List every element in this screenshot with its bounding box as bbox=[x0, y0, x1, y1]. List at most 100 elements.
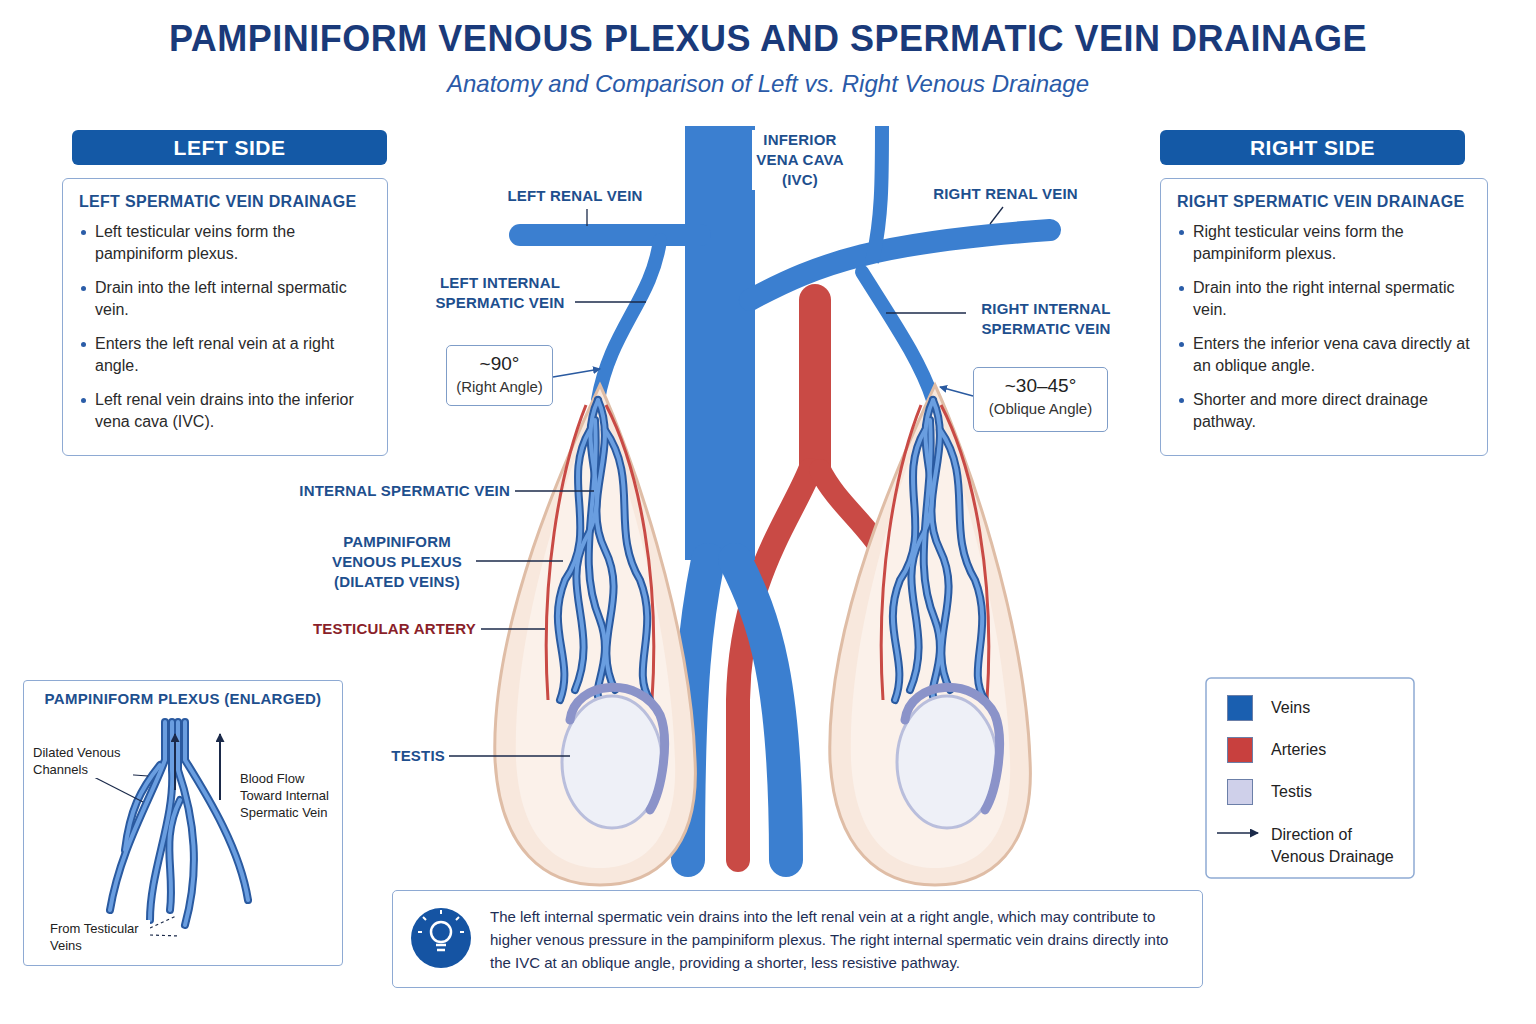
bullet-dot bbox=[1179, 342, 1184, 347]
leader-line bbox=[481, 628, 545, 629]
title-text: PAMPINIFORM VENOUS PLEXUS AND SPERMATIC … bbox=[0, 18, 1536, 60]
scrotum-figure bbox=[558, 400, 650, 700]
vena-cava bbox=[520, 224, 700, 246]
scrotum-figure bbox=[495, 385, 696, 885]
scrotum-figure bbox=[605, 430, 650, 700]
subtitle-text: Anatomy and Comparison of Left vs. Right… bbox=[0, 70, 1536, 98]
part-label: PAMPINIFORM VENOUS PLEXUS (DILATED VEINS… bbox=[322, 532, 472, 592]
body-text: Enters the inferior vena cava directly a… bbox=[1177, 333, 1473, 377]
part-label: Blood Flow Toward Internal Spermatic Vei… bbox=[240, 770, 340, 821]
leader-line bbox=[476, 560, 563, 561]
legend-text: Direction of Venous Drainage bbox=[1271, 824, 1406, 868]
lightbulb-icon bbox=[411, 908, 471, 968]
inset-veins bbox=[169, 800, 180, 910]
part-label: TESTICULAR ARTERY bbox=[290, 619, 476, 639]
body-text: Left renal vein drains into the inferior… bbox=[79, 389, 373, 433]
part-label: INFERIOR VENA CAVA (IVC) bbox=[752, 130, 848, 190]
heading-text: ~30–45° bbox=[974, 374, 1107, 398]
body-text: Shorter and more direct drainage pathway… bbox=[1177, 389, 1473, 433]
heading-text: ~90° bbox=[447, 352, 552, 376]
legend-swatch bbox=[1227, 695, 1253, 721]
vena-cava bbox=[872, 126, 882, 262]
flow-arrow bbox=[175, 734, 220, 800]
part-label: TESTIS bbox=[350, 746, 445, 766]
angle-callout: ~30–45°(Oblique Angle) bbox=[973, 367, 1108, 432]
bullet-dot bbox=[81, 286, 86, 291]
legend-text: Veins bbox=[1271, 697, 1406, 719]
scrotum-figure bbox=[830, 385, 1031, 885]
lightbulb-icon bbox=[436, 945, 446, 950]
body-text: (Right Angle) bbox=[447, 376, 552, 398]
leader-line bbox=[572, 301, 646, 302]
angle-pointer bbox=[940, 387, 973, 396]
scrotum-figure bbox=[558, 430, 590, 700]
part-label: From Testicular Veins bbox=[50, 920, 150, 954]
scrotum-figure bbox=[606, 405, 654, 700]
part-label: RIGHT INTERNAL SPERMATIC VEIN bbox=[966, 299, 1126, 339]
leader-line bbox=[449, 755, 570, 756]
body-text: Enters the left renal vein at a right an… bbox=[79, 333, 373, 377]
inset-veins bbox=[185, 722, 248, 900]
body-text: Left testicular veins form the pampinifo… bbox=[79, 221, 373, 265]
bullet-dot bbox=[1179, 398, 1184, 403]
part-label: INTERNAL SPERMATIC VEIN bbox=[280, 481, 510, 501]
legend-swatch bbox=[1227, 737, 1253, 763]
inset-leader bbox=[92, 772, 180, 936]
legend-text: Arteries bbox=[1271, 739, 1406, 761]
aorta bbox=[799, 300, 831, 470]
info-box: LEFT SPERMATIC VEIN DRAINAGELeft testicu… bbox=[62, 178, 388, 456]
part-label: LEFT INTERNAL SPERMATIC VEIN bbox=[425, 273, 575, 313]
vena-cava bbox=[735, 560, 786, 860]
part-label: Dilated Venous Channels bbox=[33, 744, 133, 778]
info-box: RIGHT SPERMATIC VEIN DRAINAGERight testi… bbox=[1160, 178, 1488, 456]
angle-pointer bbox=[553, 369, 600, 377]
legend-swatch bbox=[1227, 779, 1253, 805]
inset-leader bbox=[150, 935, 180, 936]
bullet-dot bbox=[81, 398, 86, 403]
part-label: RIGHT RENAL VEIN bbox=[918, 184, 1093, 204]
side-header-band: RIGHT SIDE bbox=[1160, 130, 1465, 165]
leader-line bbox=[886, 312, 966, 313]
body-text: Right testicular veins form the pampinif… bbox=[1177, 221, 1473, 265]
legend-frame bbox=[1206, 678, 1414, 878]
vena-cava bbox=[862, 272, 933, 400]
scrotum-figure bbox=[558, 400, 650, 700]
scrotum-figure bbox=[516, 402, 675, 868]
flow-arrow bbox=[219, 734, 221, 800]
part-label: LEFT RENAL VEIN bbox=[490, 186, 660, 206]
body-text: (Oblique Angle) bbox=[974, 398, 1107, 420]
inset-veins bbox=[150, 722, 172, 920]
legend-frame bbox=[1206, 678, 1414, 878]
heading-text: LEFT SIDE bbox=[72, 130, 387, 165]
bullet-dot bbox=[81, 230, 86, 235]
scrotum-figure bbox=[495, 385, 696, 885]
legend-text: Testis bbox=[1271, 781, 1406, 803]
note-box: The left internal spermatic vein drains … bbox=[392, 890, 1203, 988]
bullet-dot bbox=[1179, 230, 1184, 235]
vena-cava bbox=[685, 126, 755, 560]
vena-cava bbox=[598, 240, 660, 400]
side-header-band: LEFT SIDE bbox=[72, 130, 387, 165]
lightbulb-icon bbox=[418, 910, 464, 932]
body-text: Drain into the right internal spermatic … bbox=[1177, 277, 1473, 321]
vena-cava bbox=[750, 230, 1050, 300]
body-text: Drain into the left internal spermatic v… bbox=[79, 277, 373, 321]
scrotum-figure bbox=[589, 420, 605, 700]
heading-text: PAMPINIFORM PLEXUS (ENLARGED) bbox=[24, 690, 342, 707]
leader-line bbox=[586, 209, 587, 226]
lightbulb-icon bbox=[411, 908, 471, 968]
legend-frame bbox=[1217, 832, 1258, 834]
scrotum-figure bbox=[570, 687, 665, 810]
angle-pointer bbox=[553, 369, 973, 396]
heading-text: The left internal spermatic vein drains … bbox=[490, 905, 1186, 974]
inset-leader bbox=[150, 916, 176, 928]
lightbulb-icon bbox=[431, 922, 451, 942]
bullet-dot bbox=[81, 342, 86, 347]
bullet-dot bbox=[1179, 286, 1184, 291]
heading-text: RIGHT SIDE bbox=[1160, 130, 1465, 165]
leader-line bbox=[990, 207, 1003, 224]
inset-veins bbox=[169, 800, 180, 910]
inset-leader bbox=[92, 776, 143, 802]
leader-line bbox=[515, 490, 594, 491]
flow-arrow bbox=[174, 734, 176, 790]
